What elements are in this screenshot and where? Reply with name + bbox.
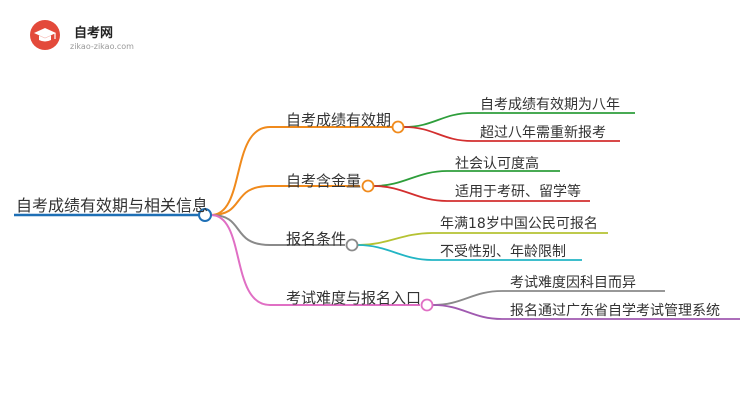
leaf-connector-2-1 (373, 170, 448, 187)
leaf-label-3-2[interactable]: 不受性别、年龄限制 (440, 244, 566, 260)
branch-node-4 (420, 298, 434, 312)
leaf-connector-4-2 (432, 304, 503, 320)
branch-label-2[interactable]: 自考含金量 (286, 172, 362, 190)
leaf-label-2-1[interactable]: 社会认可度高 (455, 156, 539, 172)
branch-connector-2 (210, 185, 271, 216)
leaf-label-1-1[interactable]: 自考成绩有效期为八年 (480, 97, 620, 113)
root-node-label[interactable]: 自考成绩有效期与相关信息 (16, 196, 209, 215)
branch-node-2 (361, 179, 375, 193)
leaf-connector-3-1 (357, 232, 433, 246)
leaf-connector-1-1 (403, 112, 473, 128)
leaf-label-1-2[interactable]: 超过八年需重新报考 (480, 125, 606, 141)
leaf-connector-2-2 (373, 185, 448, 202)
leaf-connector-4-1 (432, 290, 503, 306)
leaf-label-4-1[interactable]: 考试难度因科目而异 (510, 275, 636, 291)
branch-node-3 (345, 238, 359, 252)
branch-label-3[interactable]: 报名条件 (286, 230, 347, 248)
leaf-label-3-1[interactable]: 年满18岁中国公民可报名 (440, 216, 598, 232)
leaf-connector-3-2 (357, 244, 433, 261)
branch-node-1 (391, 120, 405, 134)
branch-connector-4 (210, 214, 271, 306)
logo-name: 自考网 (74, 26, 114, 41)
root-node (198, 208, 212, 222)
leaf-connector-1-2 (403, 126, 473, 142)
branch-connector-3 (210, 214, 271, 246)
logo-url: zikao-zikao.com (70, 42, 134, 51)
leaf-label-4-2[interactable]: 报名通过广东省自学考试管理系统 (510, 303, 720, 319)
branch-label-4[interactable]: 考试难度与报名入口 (286, 289, 422, 307)
leaf-label-2-2[interactable]: 适用于考研、留学等 (455, 184, 581, 200)
branch-label-1[interactable]: 自考成绩有效期 (286, 111, 392, 129)
branch-connector-1 (210, 126, 271, 216)
graduation-cap-icon (30, 20, 60, 50)
